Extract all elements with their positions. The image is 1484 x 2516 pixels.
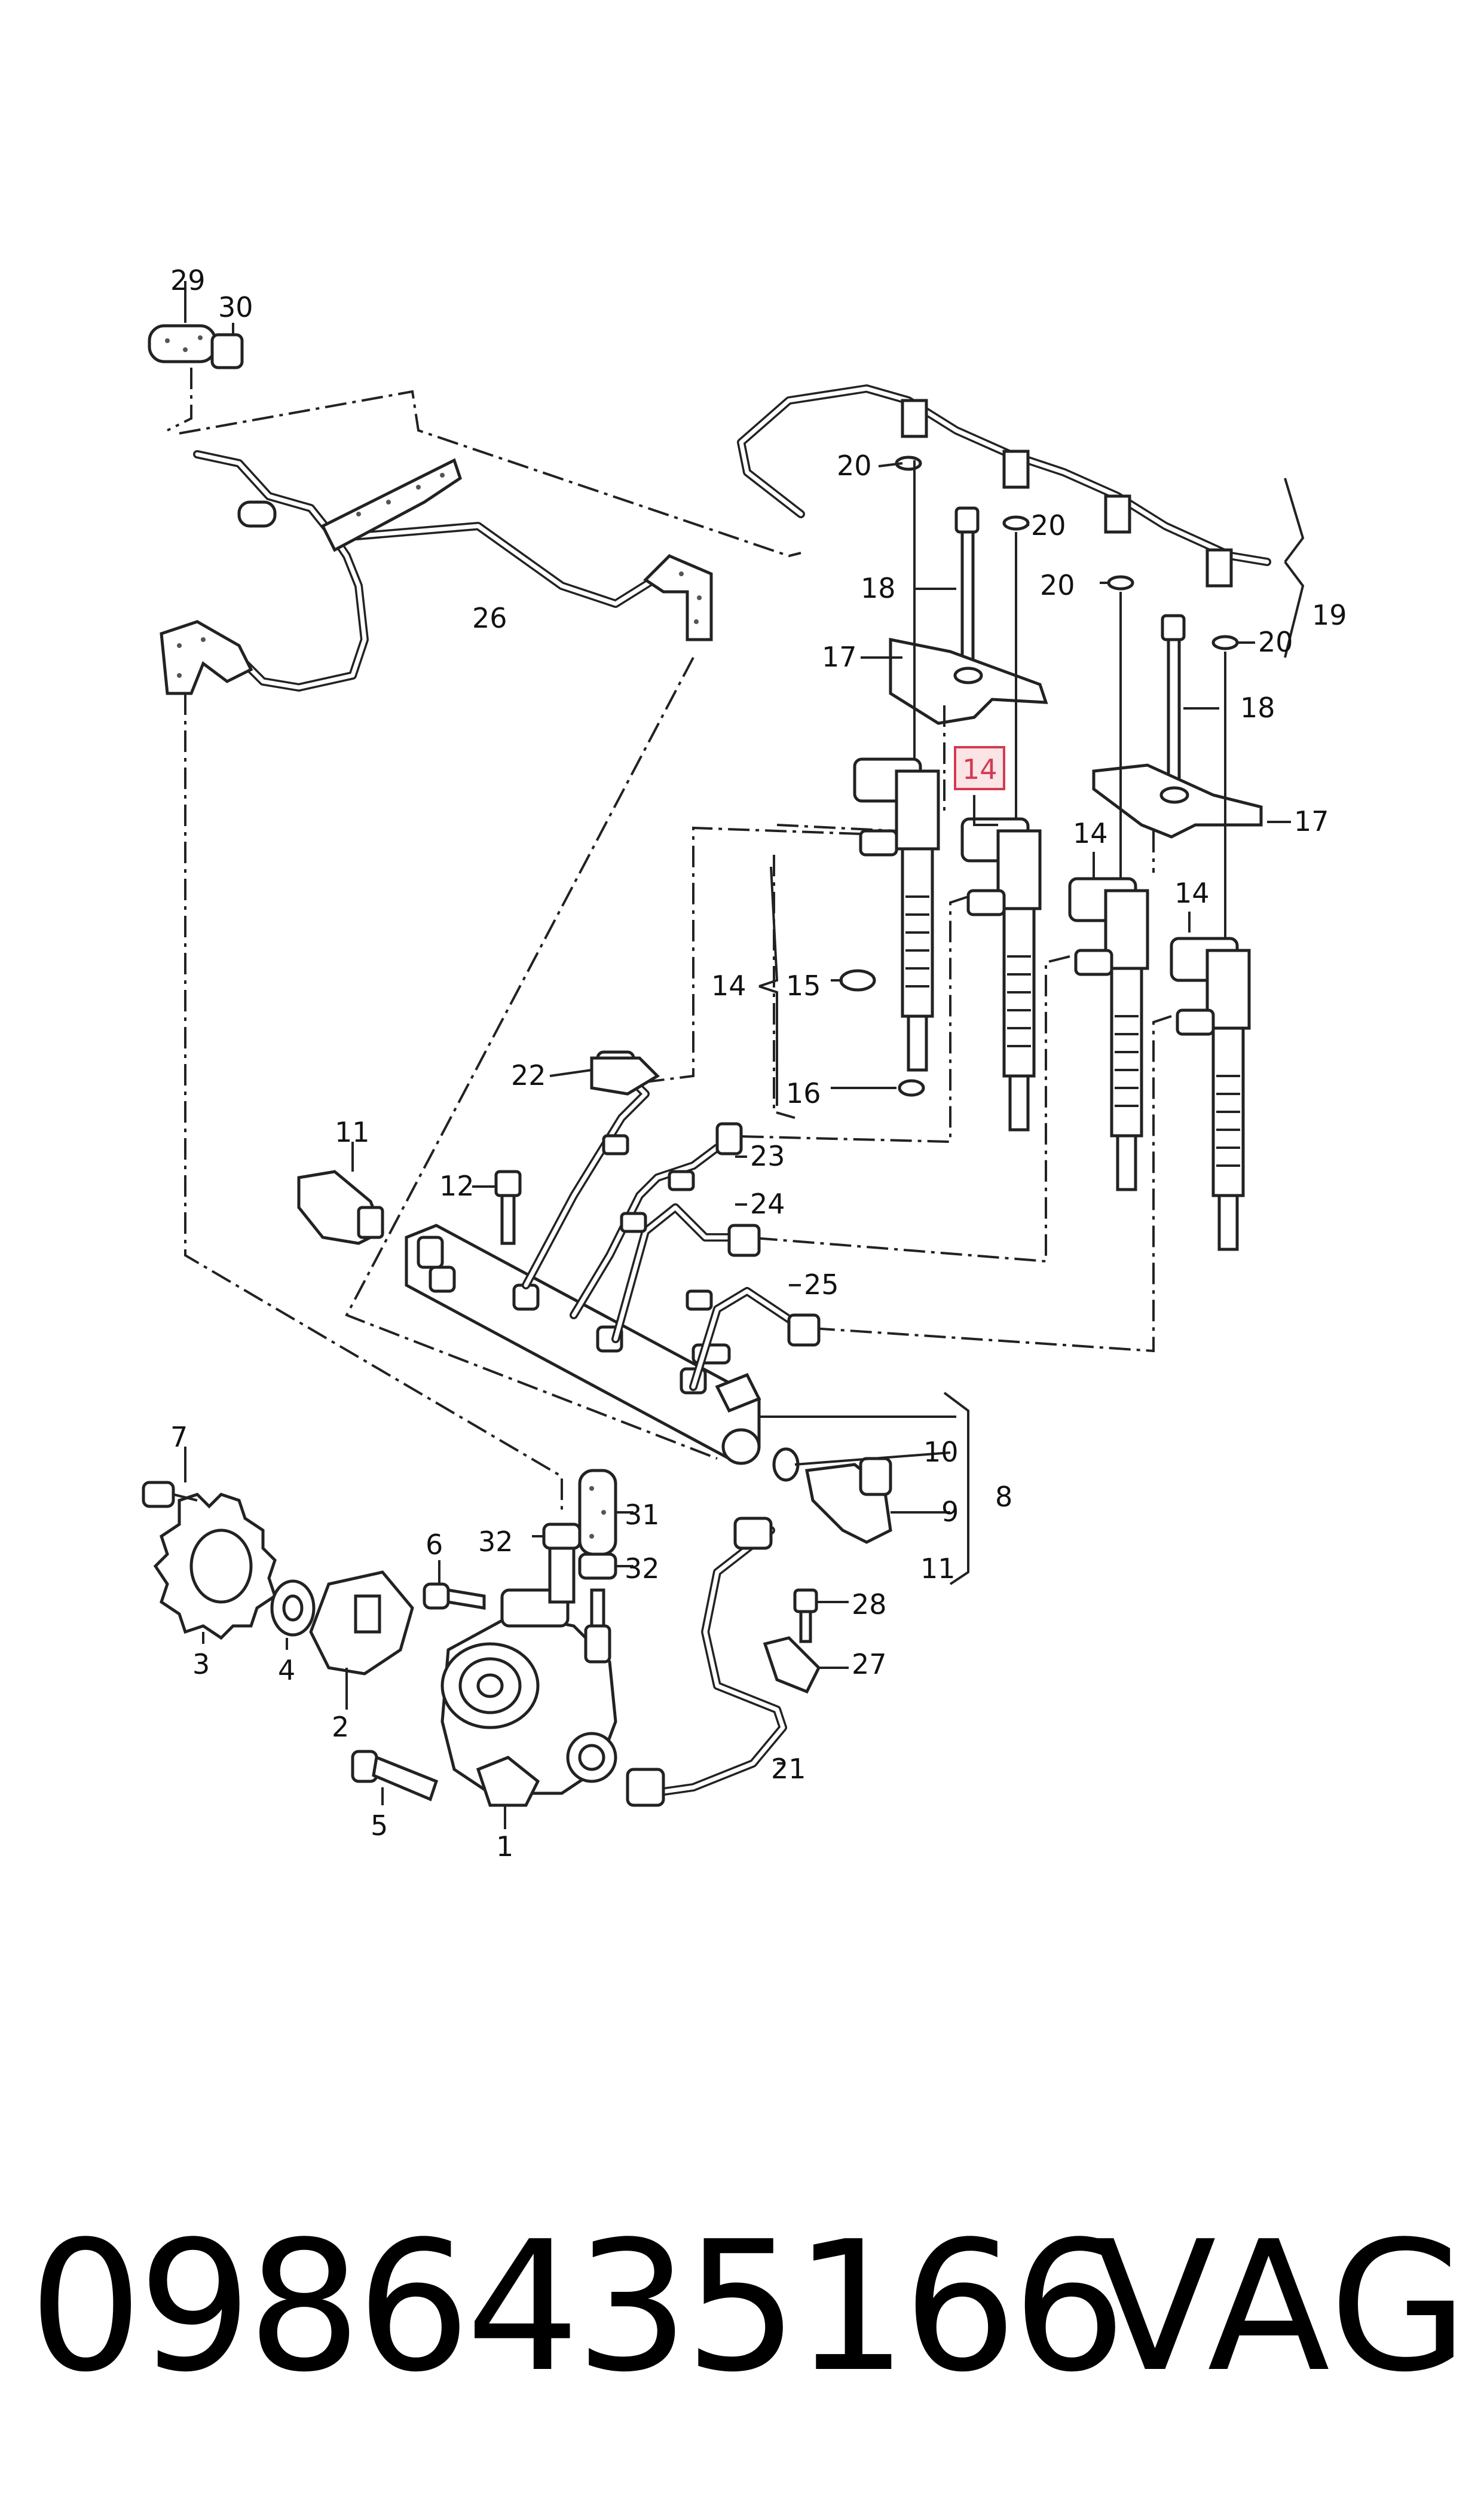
label-21: 21 <box>771 1753 806 1785</box>
brand-name: VAG <box>1094 2203 1471 2411</box>
label-6: 6 <box>426 1528 443 1561</box>
label-20-a: 20 <box>837 450 872 482</box>
label-25: 25 <box>804 1268 839 1301</box>
fuel-rail-8 <box>405 1224 761 1465</box>
drive-gear-3 <box>142 1447 277 1644</box>
label-12: 12 <box>439 1170 475 1202</box>
seals-20 <box>895 455 1239 650</box>
label-17-a: 17 <box>822 641 857 673</box>
bracket-27-bolt-28 <box>763 1588 849 1694</box>
label-20-d: 20 <box>1258 626 1293 658</box>
label-18-b: 18 <box>1240 692 1275 724</box>
label-5: 5 <box>371 1809 388 1842</box>
label-17-b: 17 <box>1294 805 1329 837</box>
injector-2 <box>960 817 1042 1132</box>
hose-31-clamps-32 <box>532 1469 634 1580</box>
injector-1 <box>853 757 940 1072</box>
return-line-26 <box>160 390 801 695</box>
label-18-a: 18 <box>861 572 896 604</box>
label-20-b: 20 <box>1031 509 1066 542</box>
injector-3 <box>1068 877 1149 1191</box>
bolts-18-clamps-17 <box>889 506 1263 839</box>
label-29: 29 <box>170 264 206 296</box>
label-20-c: 20 <box>1040 569 1075 601</box>
label-32-a: 32 <box>478 1526 513 1558</box>
high-pressure-pump-1 <box>440 1540 617 1829</box>
hose-29-clamp-30 <box>148 281 244 432</box>
leader-lines <box>472 462 1291 1286</box>
label-11-b: 11 <box>920 1552 956 1585</box>
label-19: 19 <box>1312 599 1347 631</box>
label-10: 10 <box>923 1436 959 1468</box>
injectors-14 <box>839 460 1251 1251</box>
label-31: 31 <box>625 1499 660 1531</box>
highlight-box-14 <box>954 746 1005 790</box>
label-27: 27 <box>852 1648 887 1680</box>
label-11-a: 11 <box>335 1116 370 1148</box>
label-30: 30 <box>218 291 253 323</box>
label-4: 4 <box>278 1654 295 1686</box>
injector-pipes-22-25 <box>522 1050 821 1391</box>
label-32-b: 32 <box>625 1552 660 1585</box>
label-14-highlighted: 14 <box>962 753 998 785</box>
exploded-parts-diagram: 29 30 26 20 20 20 20 18 18 19 17 17 14 1… <box>142 264 1347 1863</box>
footer: 0986435166 VAG <box>0 2170 1484 2469</box>
label-23: 23 <box>750 1140 785 1172</box>
sensor-11-bolt-12 <box>297 1142 522 1245</box>
label-22: 22 <box>511 1059 546 1092</box>
injector-4 <box>1170 937 1251 1251</box>
part-number: 0986435166 <box>29 2203 1127 2411</box>
label-28: 28 <box>852 1588 887 1621</box>
label-14-a: 14 <box>711 970 746 1002</box>
leak-off-line-19 <box>737 384 1305 658</box>
label-26: 26 <box>472 602 507 634</box>
label-16: 16 <box>786 1077 821 1109</box>
callout-labels: 29 30 26 20 20 20 20 18 18 19 17 17 14 1… <box>170 264 1347 1863</box>
label-14-c: 14 <box>1174 877 1210 909</box>
label-3: 3 <box>192 1648 210 1680</box>
bolts-5-6 <box>351 1560 486 1805</box>
label-2: 2 <box>332 1711 349 1743</box>
label-7: 7 <box>170 1421 188 1453</box>
high-pressure-pipe-21 <box>626 1517 787 1807</box>
label-9: 9 <box>941 1496 959 1528</box>
connection-lines <box>184 657 1172 1512</box>
hub-4-flange-2 <box>270 1570 414 1710</box>
label-1: 1 <box>496 1830 513 1863</box>
label-24: 24 <box>750 1188 785 1220</box>
pressure-sensor-9 <box>759 1392 969 1585</box>
label-15: 15 <box>786 970 821 1002</box>
label-8: 8 <box>995 1481 1012 1513</box>
label-14-b: 14 <box>1073 817 1108 849</box>
